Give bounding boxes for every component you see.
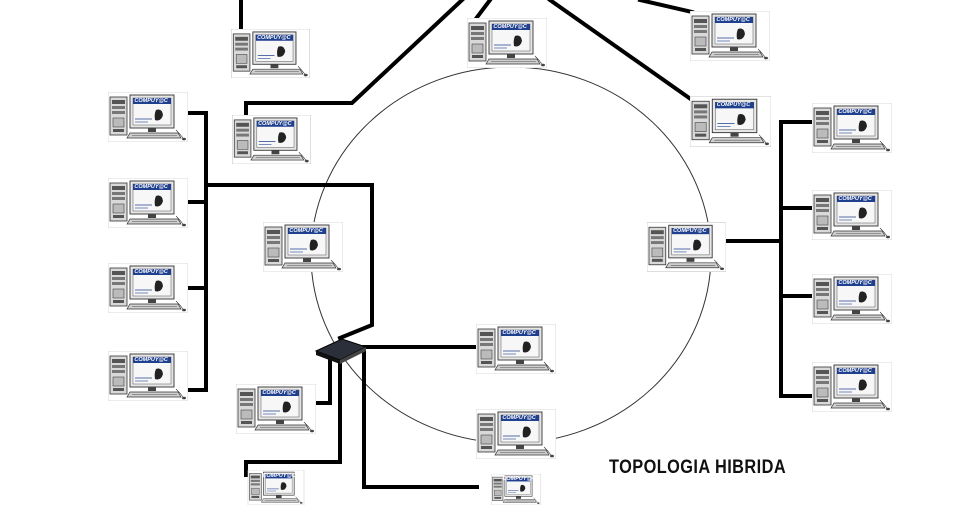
computer-label: COMPUY@C [134,184,169,190]
computer-label: COMPUY@C [493,24,528,30]
computer-label: COMPUY@C [838,196,873,202]
computer-label: COMPUY@C [838,109,873,115]
computer-label: COMPUY@C [134,98,169,104]
computer-label: COMPUY@C [717,102,752,108]
computer-label: COMPUY@C [289,228,324,234]
diagram-title: TOPOLOGIA HIBRIDA [609,457,787,478]
computer-label: COMPUY@C [262,390,297,396]
computer-label: COMPUY@C [673,228,708,234]
computer-label: COMPUY@C [838,368,873,374]
computer-label: COMPUY@C [502,476,537,482]
cables [186,0,814,489]
computer-label: COMPUY@C [502,330,537,336]
computer-label: COMPUY@C [262,473,297,479]
computer-label: COMPUY@C [502,415,537,421]
computer-label: COMPUY@C [258,121,293,127]
computer-label: COMPUY@C [134,357,169,363]
switch-hub [314,338,368,364]
computer-label: COMPUY@C [257,35,292,41]
computer-label: COMPUY@C [716,17,751,23]
computer-label: COMPUY@C [838,280,873,286]
computer-label: COMPUY@C [134,269,169,275]
